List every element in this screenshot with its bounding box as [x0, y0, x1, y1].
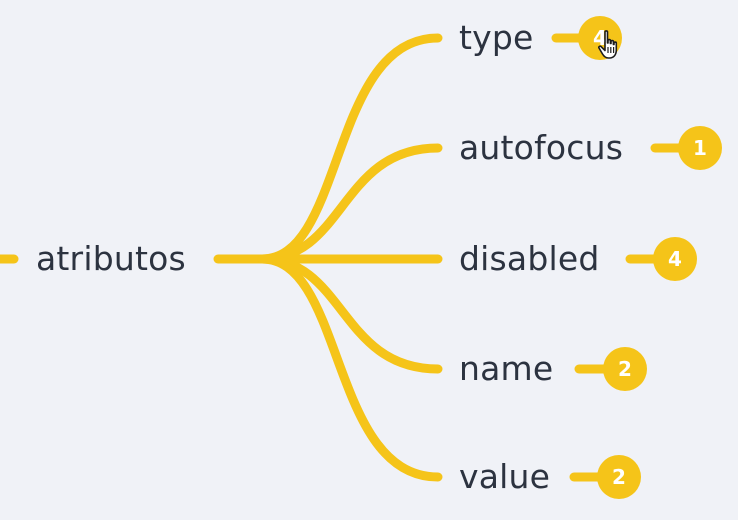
count-badge-value[interactable]: 2 — [597, 455, 641, 499]
root-node-label[interactable]: atributos — [36, 239, 186, 278]
count-badge-autofocus[interactable]: 1 — [678, 126, 722, 170]
branch-connector-autofocus — [257, 143, 443, 264]
count-badge-disabled[interactable]: 4 — [653, 237, 697, 281]
node-label-value[interactable]: value — [459, 457, 551, 496]
branch-connector-value — [257, 254, 443, 482]
branch-connector-name — [257, 254, 443, 374]
node-label-name[interactable]: name — [459, 349, 554, 388]
count-badge-type[interactable]: 4 — [578, 16, 622, 60]
branch-connector-type — [257, 33, 443, 264]
node-label-type[interactable]: type — [459, 18, 534, 57]
node-label-disabled[interactable]: disabled — [459, 239, 600, 278]
node-label-autofocus[interactable]: autofocus — [459, 128, 624, 167]
count-badge-name[interactable]: 2 — [603, 347, 647, 391]
